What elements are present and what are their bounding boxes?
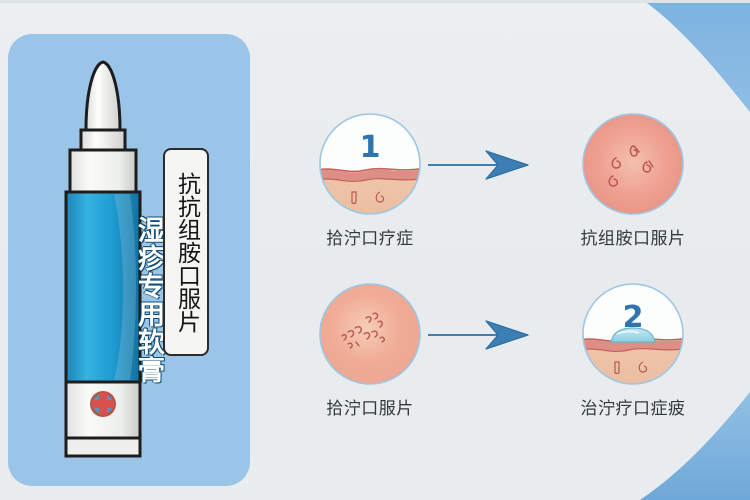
step-4-caption: 治泞疗口症疲 bbox=[580, 399, 686, 419]
step-2[interactable]: 抗组胺口服片 bbox=[570, 112, 696, 249]
tube-illustration bbox=[64, 60, 142, 458]
inflamed-skin-lesions-icon bbox=[582, 113, 684, 215]
skin-with-ointment-icon bbox=[582, 283, 684, 385]
normal-skin-cross-section-icon bbox=[319, 113, 421, 215]
step-2-illustration bbox=[581, 112, 685, 216]
ointment-tube[interactable]: 湿疹专用软膏 bbox=[44, 52, 164, 462]
tube-nozzle bbox=[84, 60, 122, 132]
tube-neck bbox=[79, 128, 127, 152]
tube-seal bbox=[64, 436, 142, 458]
step-4-illustration: 2 bbox=[581, 282, 685, 386]
irritated-skin-scratches-icon bbox=[319, 283, 421, 385]
step-3-illustration bbox=[318, 282, 422, 386]
corner-curve-bottom-right bbox=[640, 392, 750, 500]
arrow-step3-to-step4 bbox=[428, 320, 529, 350]
arrow-head-icon bbox=[485, 320, 529, 350]
step-1-illustration: 1 bbox=[318, 112, 422, 216]
step-4[interactable]: 2 治泞疗口症疲 bbox=[570, 282, 696, 419]
tube-collar bbox=[68, 148, 138, 194]
arrow-head-icon bbox=[485, 150, 529, 180]
step-1-caption: 拾泞口疗症 bbox=[326, 229, 414, 249]
arrow-step1-to-step2 bbox=[428, 150, 529, 180]
step-2-caption: 抗组胺口服片 bbox=[580, 229, 686, 249]
tube-highlight bbox=[114, 194, 136, 380]
corner-curve-top-right bbox=[643, 0, 750, 112]
step-3[interactable]: 拾泞口服片 bbox=[307, 282, 433, 419]
info-card-text: 抗抗组胺口服片 bbox=[173, 171, 200, 333]
info-card[interactable]: 抗抗组胺口服片 bbox=[163, 148, 209, 356]
step-3-caption: 拾泞口服片 bbox=[326, 399, 414, 419]
top-edge-line bbox=[0, 0, 750, 3]
step-1[interactable]: 1 拾泞口疗症 bbox=[307, 112, 433, 249]
red-cross-logo bbox=[90, 391, 116, 417]
